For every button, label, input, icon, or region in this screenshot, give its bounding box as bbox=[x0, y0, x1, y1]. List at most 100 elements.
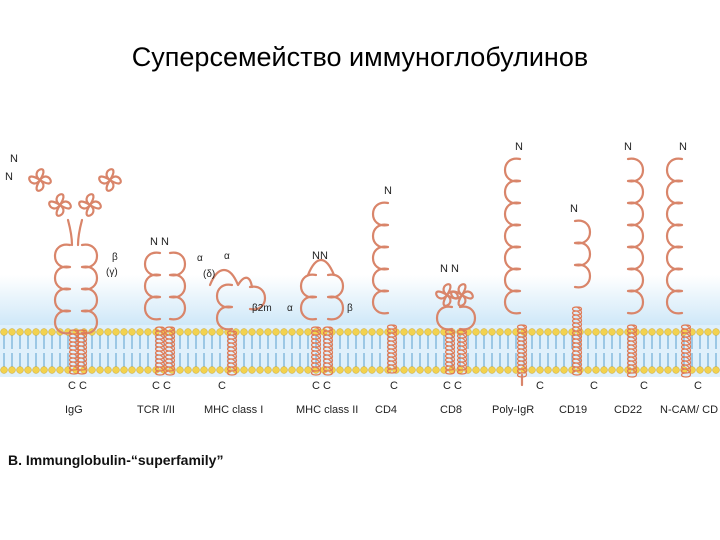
lipid-head bbox=[200, 328, 208, 336]
lipid-head bbox=[256, 366, 264, 374]
lipid-head bbox=[16, 366, 24, 374]
igg-hinge bbox=[66, 218, 84, 247]
lipid-head bbox=[648, 366, 656, 374]
lipid-head bbox=[480, 328, 488, 336]
mhc1-tm bbox=[226, 330, 238, 376]
ncam-tm bbox=[680, 324, 692, 378]
lipid-head bbox=[400, 328, 408, 336]
c-label-cd19: C bbox=[590, 380, 598, 392]
lipid-head bbox=[536, 328, 544, 336]
tcr-alpha-chain bbox=[144, 251, 162, 321]
cell-membrane bbox=[0, 325, 720, 377]
lipid-head bbox=[136, 328, 144, 336]
lipid-head bbox=[616, 328, 624, 336]
lipid-head bbox=[360, 366, 368, 374]
cd19-domains bbox=[573, 219, 591, 289]
lipid-head bbox=[592, 328, 600, 336]
mhc2-tm-alpha bbox=[310, 326, 322, 376]
lipid-head bbox=[208, 366, 216, 374]
lipid-head bbox=[608, 328, 616, 336]
lipid-head bbox=[696, 366, 704, 374]
lipid-head bbox=[368, 366, 376, 374]
lipid-head bbox=[496, 328, 504, 336]
lipid-head bbox=[280, 328, 288, 336]
lipid-head bbox=[336, 328, 344, 336]
igg-tm-right bbox=[76, 329, 88, 375]
ig-superfamily-figure: N N N N NN N N N N N N N β (γ) α α (δ) β… bbox=[0, 135, 720, 480]
n-terminal-labels: N N N N NN N N N N N N N bbox=[5, 141, 687, 275]
n-label-igg-1: N bbox=[10, 153, 18, 165]
lipid-head bbox=[24, 328, 32, 336]
n-label-cd22: N bbox=[624, 141, 632, 153]
lipid-head bbox=[144, 366, 152, 374]
lipid-head bbox=[400, 366, 408, 374]
lipid-head bbox=[560, 366, 568, 374]
lipid-head bbox=[608, 366, 616, 374]
lipid-head bbox=[128, 366, 136, 374]
c-label-mhc2: C C bbox=[312, 380, 331, 392]
lipid-head bbox=[192, 328, 200, 336]
lipid-head bbox=[408, 366, 416, 374]
mhc2-tm-beta bbox=[322, 326, 334, 376]
lipid-head bbox=[24, 366, 32, 374]
mhc2-peptide-groove bbox=[306, 258, 336, 277]
c-label-cd8: C C bbox=[443, 380, 462, 392]
lipid-head bbox=[704, 366, 712, 374]
polyigr-domains bbox=[504, 157, 522, 315]
lipid-head bbox=[104, 328, 112, 336]
name-cd22: CD22 bbox=[614, 404, 642, 416]
lipid-head bbox=[112, 366, 120, 374]
lipid-head bbox=[336, 366, 344, 374]
lipid-head bbox=[360, 328, 368, 336]
lipid-head bbox=[528, 328, 536, 336]
chain-label-mhc1-alpha3: α bbox=[287, 303, 293, 314]
polyigr-tm bbox=[516, 324, 528, 378]
cd22-domains bbox=[626, 157, 644, 315]
lipid-head bbox=[96, 328, 104, 336]
lipid-head bbox=[192, 366, 200, 374]
lipid-head bbox=[16, 328, 24, 336]
lipid-head bbox=[240, 328, 248, 336]
igg-heavy-chain-right bbox=[80, 243, 98, 335]
name-mhc2: MHC class II bbox=[296, 404, 358, 416]
lipid-head bbox=[600, 328, 608, 336]
c-label-ncam: C bbox=[694, 380, 702, 392]
lipid-head bbox=[272, 328, 280, 336]
lipid-head bbox=[248, 328, 256, 336]
lipid-head bbox=[32, 366, 40, 374]
ig-superfamily-diagram: N N N N NN N N N N N N N β (γ) α α (δ) β… bbox=[0, 135, 720, 480]
lipid-head bbox=[104, 366, 112, 374]
cd8-tm-right bbox=[456, 329, 468, 375]
lipid-head bbox=[48, 366, 56, 374]
igg-domain-left-upper bbox=[28, 168, 52, 192]
lipid-head bbox=[640, 328, 648, 336]
chain-label-mhc1-delta: (δ) bbox=[203, 269, 215, 280]
name-cd4: CD4 bbox=[375, 404, 397, 416]
lipid-head bbox=[40, 328, 48, 336]
mhc2-beta-chain bbox=[326, 273, 344, 321]
lipid-head bbox=[664, 366, 672, 374]
n-label-tcr: N N bbox=[150, 236, 169, 248]
n-label-ncam: N bbox=[679, 141, 687, 153]
tcr-tm-alpha bbox=[154, 326, 166, 376]
c-label-tcr: C C bbox=[152, 380, 171, 392]
lipid-head bbox=[408, 328, 416, 336]
figure-caption: B. Immunglobulin-“superfamily” bbox=[8, 452, 223, 468]
lipid-head bbox=[216, 328, 224, 336]
lipid-head bbox=[176, 328, 184, 336]
lipid-head bbox=[584, 366, 592, 374]
lipid-head bbox=[544, 328, 552, 336]
lipid-head bbox=[656, 366, 664, 374]
c-label-igg: C C bbox=[68, 380, 87, 392]
lipid-head bbox=[88, 366, 96, 374]
lipid-head bbox=[592, 366, 600, 374]
c-label-cd22: C bbox=[640, 380, 648, 392]
lipid-head bbox=[352, 328, 360, 336]
lipid-head bbox=[472, 366, 480, 374]
chain-label-mhc1-alpha2: α bbox=[224, 251, 230, 262]
lipid-head bbox=[344, 328, 352, 336]
lipid-head bbox=[368, 328, 376, 336]
extracellular-gradient bbox=[0, 275, 720, 325]
lipid-head bbox=[40, 366, 48, 374]
lipid-head bbox=[544, 366, 552, 374]
